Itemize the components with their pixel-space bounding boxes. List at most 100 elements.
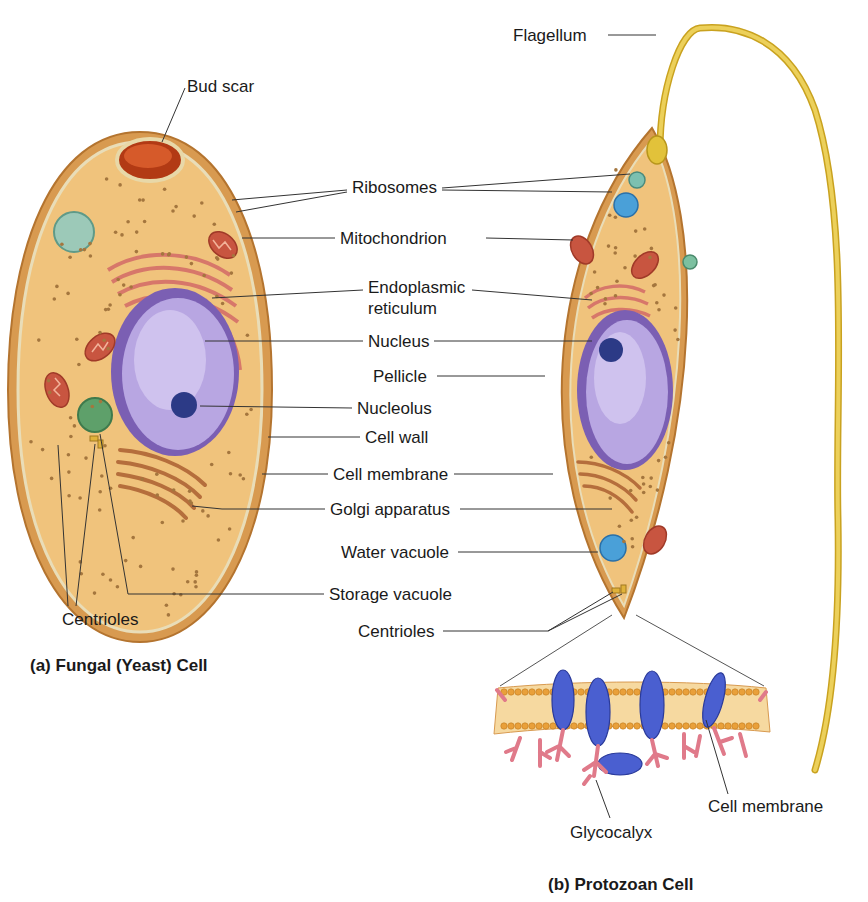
- phospholipid-head: [522, 723, 528, 729]
- ribosome: [143, 220, 147, 224]
- ribosome: [155, 473, 159, 477]
- part-label: Bud scar: [187, 76, 254, 97]
- part-label: Endoplasmic reticulum: [368, 277, 480, 319]
- ribosome: [676, 338, 680, 342]
- ribosome: [88, 242, 92, 246]
- mitochondria: [41, 226, 243, 410]
- part-label: Pellicle: [373, 366, 427, 387]
- phospholipid-head: [669, 723, 675, 729]
- ribosome: [630, 519, 634, 523]
- ribosome: [674, 306, 678, 310]
- ribosome: [656, 488, 660, 492]
- ribosome: [124, 559, 128, 563]
- phospholipid-head: [613, 689, 619, 695]
- ribosome: [193, 580, 197, 584]
- ribosome: [589, 292, 593, 296]
- ribosome: [174, 205, 178, 209]
- ribosome: [53, 297, 57, 301]
- ribosome: [118, 183, 122, 187]
- ribosome: [633, 254, 637, 258]
- phospholipid-head: [746, 689, 752, 695]
- phospholipid-head: [543, 723, 549, 729]
- ribosome: [138, 198, 142, 202]
- ribosome: [50, 477, 54, 481]
- ribosome: [122, 283, 126, 287]
- ribosome: [232, 254, 236, 258]
- cell-membrane: [18, 142, 262, 632]
- ribosome: [98, 508, 102, 512]
- ribosome: [593, 270, 597, 274]
- part-label: Centrioles: [358, 621, 435, 642]
- ribosome: [242, 477, 246, 481]
- nucleus-shine: [594, 332, 646, 424]
- phospholipid-head: [515, 689, 521, 695]
- ribosome: [631, 545, 635, 549]
- phospholipid-head: [634, 689, 640, 695]
- phospholipid-head: [620, 723, 626, 729]
- phospholipid-head: [536, 689, 542, 695]
- phospholipid-head: [522, 689, 528, 695]
- ribosome: [67, 494, 71, 498]
- phospholipid-head: [676, 689, 682, 695]
- ribosome: [590, 456, 594, 460]
- phospholipid-head: [732, 689, 738, 695]
- ribosome: [623, 266, 627, 270]
- ribosome: [230, 271, 234, 275]
- part-label: Centrioles: [62, 609, 139, 630]
- ribosome: [75, 337, 79, 341]
- yeast-cell: [8, 132, 272, 642]
- phospholipid-head: [627, 689, 633, 695]
- bud-scar: [117, 139, 183, 181]
- ribosome: [614, 215, 618, 219]
- phospholipid-head: [543, 689, 549, 695]
- ribosome: [201, 509, 205, 513]
- flagellum-highlight: [660, 27, 839, 770]
- ribosome: [662, 293, 666, 297]
- ribosome: [246, 333, 250, 337]
- phospholipid-head: [508, 723, 514, 729]
- glycocalyx: [497, 690, 766, 784]
- phospholipid-head: [683, 723, 689, 729]
- ribosome: [171, 567, 175, 571]
- ribosome: [614, 294, 618, 298]
- ribosome: [105, 177, 109, 181]
- golgi-apparatus: [578, 462, 640, 512]
- phospholipid-head: [578, 723, 584, 729]
- centrioles: [612, 585, 626, 593]
- phospholipid-head: [739, 689, 745, 695]
- ribosome: [37, 338, 41, 342]
- part-label: Golgi apparatus: [330, 499, 450, 520]
- ribosome: [238, 473, 242, 477]
- ribosome: [643, 227, 647, 231]
- ribosome: [67, 470, 71, 474]
- nucleus-shine: [134, 310, 206, 410]
- vacuole: [683, 255, 697, 269]
- ribosome: [69, 416, 73, 420]
- ribosome: [104, 308, 108, 312]
- ribosome: [188, 490, 192, 494]
- flagellum: [660, 27, 839, 770]
- ribosome: [194, 585, 198, 589]
- ribosome: [604, 297, 608, 301]
- ribosome: [167, 253, 171, 257]
- ribosome: [99, 400, 103, 404]
- ribosome: [47, 379, 51, 383]
- ribosome: [618, 525, 622, 529]
- ribosome: [140, 477, 144, 481]
- ribosome: [73, 424, 77, 428]
- phospholipid-head: [578, 689, 584, 695]
- ribosome: [109, 578, 113, 582]
- vacuole: [54, 212, 94, 252]
- phospholipid-head: [669, 689, 675, 695]
- ribosome: [190, 262, 194, 266]
- ribosome: [630, 537, 634, 541]
- phospholipid-head: [739, 723, 745, 729]
- ribosome: [649, 485, 653, 489]
- water-vacuole: [600, 535, 626, 561]
- phospholipid-head: [662, 723, 668, 729]
- ribosome: [648, 256, 652, 260]
- phospholipid-head: [627, 723, 633, 729]
- ribosome: [608, 214, 612, 218]
